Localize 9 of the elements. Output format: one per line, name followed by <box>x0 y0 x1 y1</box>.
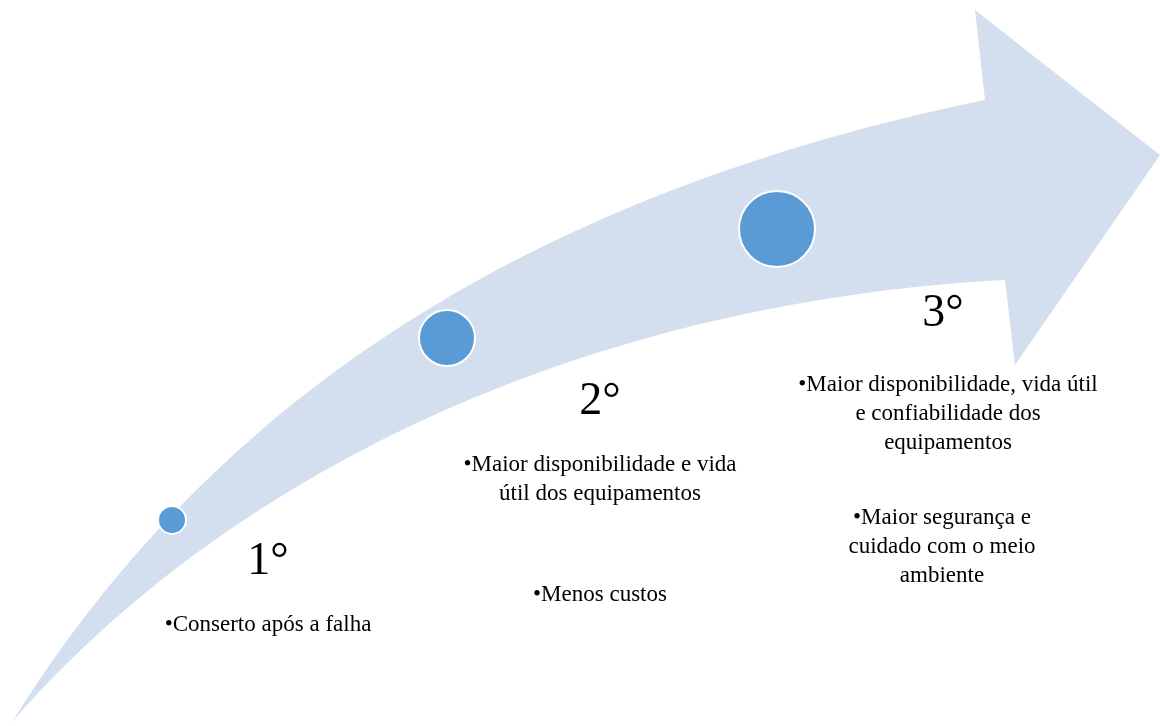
bullet-text: •Maior segurança e cuidado com o meio ambiente <box>847 503 1037 589</box>
stage-dot <box>157 505 187 535</box>
bullet-text: •Menos custos <box>532 580 668 608</box>
bullet-text: •Maior disponibilidade e vida útil dos equipamentos <box>462 450 738 507</box>
bullet-text: •Maior disponibilidade, vida útil e confiabilidade dos equipamentos <box>798 370 1098 456</box>
stage-number: 3° <box>921 284 965 338</box>
stage-number: 2° <box>578 372 622 426</box>
bullet-text: •Conserto após a falha <box>163 610 373 638</box>
stage-number: 1° <box>246 532 290 586</box>
